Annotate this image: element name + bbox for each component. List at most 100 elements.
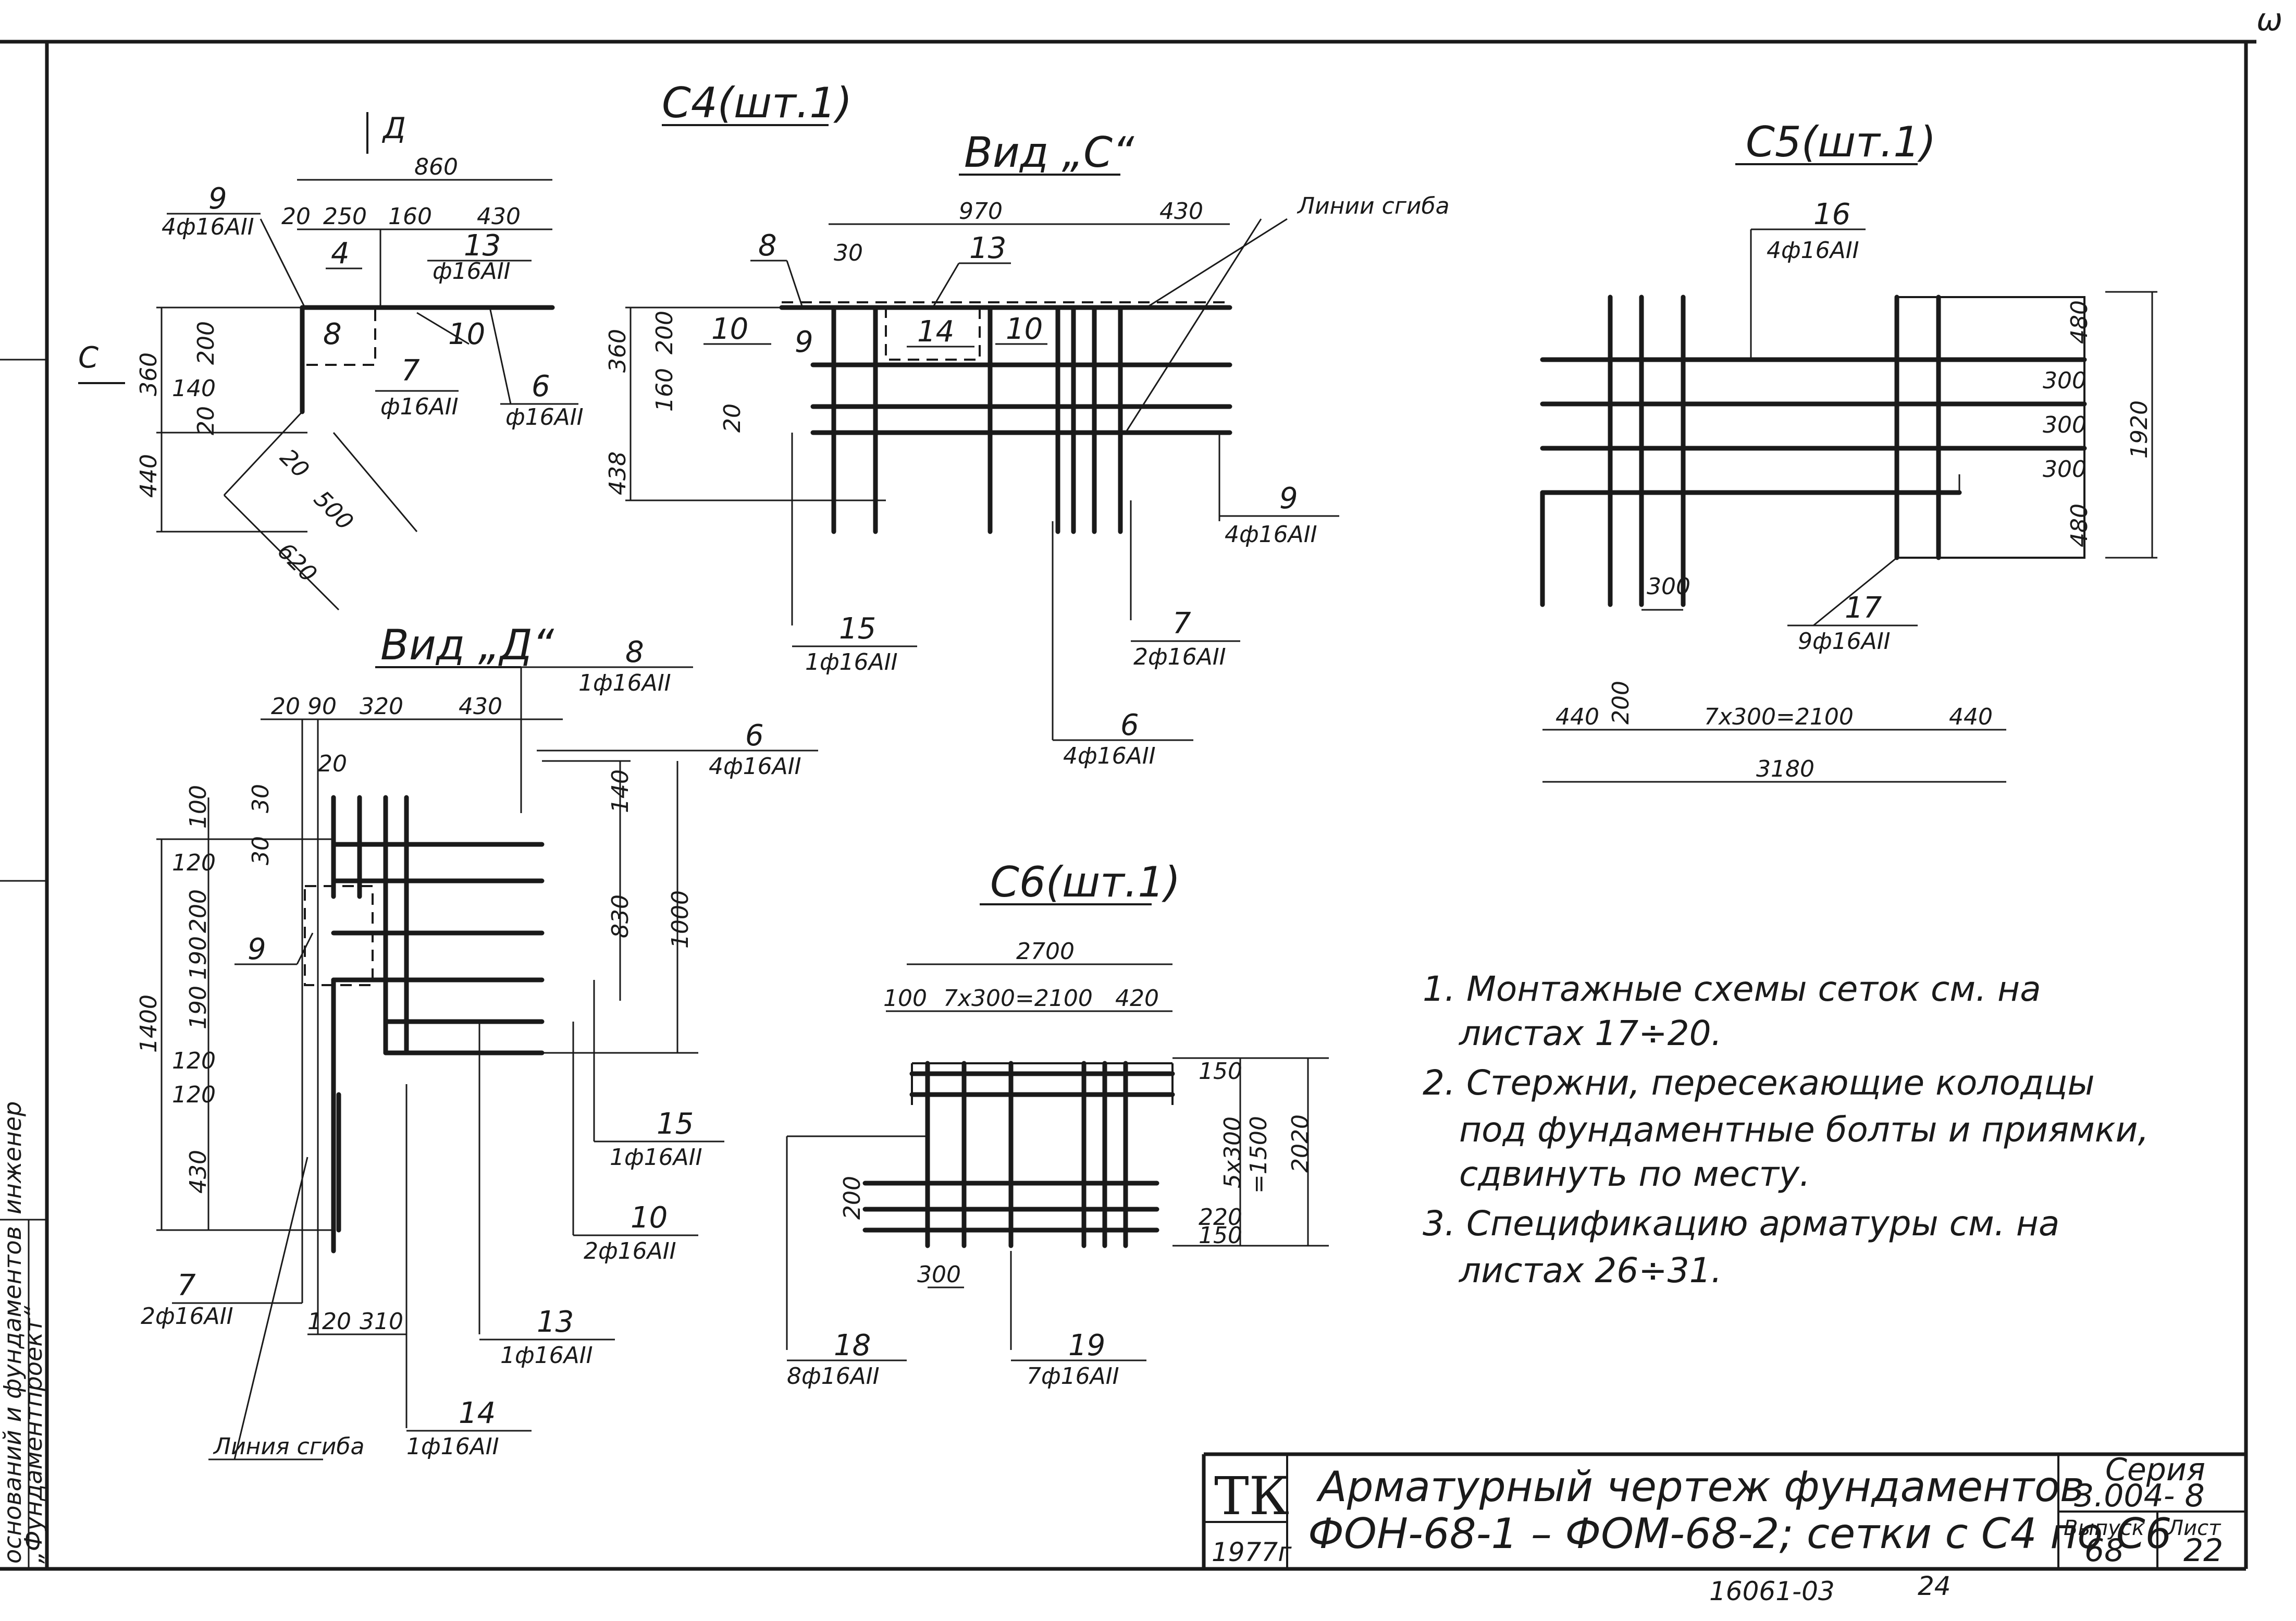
c4-dim-140: 140 [172,375,216,402]
view-arrow-c: С [78,341,98,375]
c4-callout-13-num: 13 [464,229,501,263]
c6-callout-18-spec: 8ф16АII [787,1363,880,1390]
view-d-dim-200: 200 [185,889,212,933]
view-c-callout-9-spec: 4ф16АII [1225,521,1317,548]
c5-mesh: С5(шт.1) [1540,118,2157,783]
view-d-callout-15-num: 15 [657,1107,694,1141]
view-d-dim-1000: 1000 [667,890,694,949]
view-d-fold-line: Линия сгиба [213,1433,365,1460]
titleblock-issue-value: 68 [2084,1532,2124,1569]
c6-dim-1500: =1500 [1245,1116,1272,1194]
c5-dim-300a: 300 [2043,367,2087,394]
note-line-4: под фундаментные болты и приямки, [1459,1110,2149,1150]
c4-callout-6-spec: ф16АII [505,404,584,431]
view-d-dim-320: 320 [360,693,403,720]
view-d-dim-430b: 430 [185,1150,212,1194]
c4-dim-160: 160 [388,203,432,230]
view-d-callout-8-num: 8 [625,635,644,669]
c6-dim-150a: 150 [1199,1058,1242,1085]
c6-callout-19-spec: 7ф16АII [1027,1363,1119,1390]
view-d-dim-20: 20 [271,693,300,720]
note-line-6: 3. Спецификацию арматуры см. на [1423,1204,2059,1244]
view-d-dim-1400: 1400 [135,994,162,1053]
c4-callout-4: 4 [331,237,350,271]
c6-callout-19-num: 19 [1068,1329,1105,1362]
titleblock-series-value: 3.004- 8 [2074,1478,2205,1514]
c4-dim-250: 250 [323,203,367,230]
note-line-2: листах 17÷20. [1458,1013,1722,1053]
general-notes: 1. Монтажные схемы сеток см. на листах 1… [1423,969,2149,1291]
view-arrow-d: Д [381,112,406,145]
view-d-callout-9: 9 [248,932,266,966]
view-d-dim-140: 140 [607,769,634,813]
c4-callout-6-num: 6 [532,370,550,403]
view-d-dim-20b: 20 [318,751,347,777]
view-c-callout-6-spec: 4ф16АII [1063,743,1156,769]
c6-dim-2020: 2020 [1287,1114,1314,1173]
view-d-callout-14-num: 14 [459,1396,496,1430]
c5-dim-480a: 480 [2066,300,2093,344]
corner-mark: ω [2256,2,2282,38]
view-c-dim-970: 970 [959,198,1003,225]
titleblock-sheet-value: 22 [2183,1532,2223,1569]
view-d-dim-120b: 120 [172,1048,216,1074]
c5-callout-17-num: 17 [1845,591,1882,625]
side-label-1: оснований и фундаментов [0,1226,27,1564]
view-d-dim-30b: 30 [248,836,274,865]
c6-dim-200: 200 [839,1176,866,1220]
view-c-dim-160: 160 [651,368,678,412]
view-c-callout-6-num: 6 [1120,708,1139,742]
view-d-dim-190b: 190 [185,986,212,1029]
c6-title: С6(шт.1) [990,858,1180,906]
c4-callout-9-spec: 4ф16АII [162,214,254,240]
view-d-drawing: Вид „Д“ [156,621,719,1460]
view-c-dim-200: 200 [651,311,678,354]
c6-callout-18-num: 18 [834,1329,871,1362]
c5-dim-300d: 300 [1647,573,1690,600]
c5-callout-16-num: 16 [1813,198,1850,231]
view-d-callout-8-spec: 1ф16АII [578,670,671,696]
c6-dim-5x300: 5x300 [1219,1116,1246,1188]
titleblock-sheet-label: Лист [2167,1516,2221,1540]
view-c-callout-15-num: 15 [839,612,876,646]
view-d-title: Вид „Д“ [380,621,554,669]
note-line-3: 2. Стержни, пересекающие колодцы [1423,1063,2095,1103]
view-c-callout-7-num: 7 [1172,607,1191,641]
c4-dim-20: 20 [281,203,311,230]
c4-mesh: С4(шт.1) Д С [78,79,852,611]
c6-dim-2700: 2700 [1016,938,1075,965]
view-c-callout-14: 14 [917,315,954,349]
bottom-number-2: 24 [1918,1571,1951,1601]
c6-dim-150b: 150 [1199,1222,1242,1249]
c4-callout-8: 8 [323,317,342,351]
view-d-callout-10-num: 10 [631,1201,668,1235]
view-d-callout-14-spec: 1ф16АII [406,1433,499,1460]
c6-mesh: С6(шт.1) [786,858,1329,1350]
note-line-7: листах 26÷31. [1458,1250,1722,1291]
view-d-callout-13-spec: 1ф16АII [500,1342,593,1369]
c5-dim-1920: 1920 [2126,400,2153,459]
c5-dim-480b: 480 [2066,504,2093,547]
c5-dim-2100: 7x300=2100 [1704,704,1854,730]
view-c-callout-9a: 9 [795,325,813,359]
c6-dim-220: 220 [1199,1204,1242,1231]
c5-callout-16-spec: 4ф16АII [1767,237,1859,264]
c6-dim-300: 300 [917,1261,961,1288]
view-c-callout-7-spec: 2ф16АII [1133,644,1226,670]
view-c-dim-30: 30 [834,240,863,266]
view-d-callout-13-num: 13 [537,1305,574,1339]
c5-dim-300c: 300 [2043,456,2087,483]
c4-dim-500: 500 [308,486,358,535]
view-c-dim-20: 20 [719,403,746,433]
view-c-callout-13: 13 [969,231,1006,265]
titleblock-logo: ТК [1214,1466,1289,1527]
view-c-title: Вид „С“ [964,128,1134,177]
c4-dim-430: 430 [477,203,521,230]
view-c-dim-430: 430 [1159,198,1203,225]
view-d-dim-120a: 120 [172,850,216,876]
c4-title: С4(шт.1) [662,79,852,127]
view-c-dim-360: 360 [604,329,631,373]
c5-dim-440a: 440 [1556,704,1599,730]
bottom-number-1: 16061-03 [1709,1576,1835,1606]
view-d-dim-830: 830 [607,894,634,938]
